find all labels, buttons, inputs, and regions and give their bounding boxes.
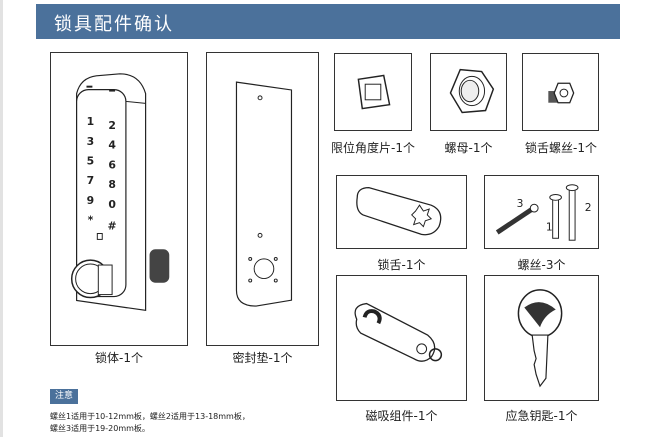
tongue-illustration [356,187,442,236]
limit-piece-label: 限位角度片-1个 [331,141,415,155]
nut-box [430,53,507,131]
screw-number-3: 3 [517,197,524,210]
page-edge [0,0,3,437]
tongue-screw-label: 锁舌螺丝-1个 [525,141,597,155]
screws-illustration: 1 2 3 [495,184,592,241]
limit-piece-illustration [357,74,391,110]
lock-body-illustration: 1 2 3 4 5 6 7 8 9 0 * # [70,73,170,312]
keypad-key-6: 6 [108,158,116,171]
screw-number-1: 1 [546,220,553,233]
lock-body-box: 1 2 3 4 5 6 7 8 9 0 * # [50,52,188,346]
keypad-key-2: 2 [108,119,116,132]
keypad-key-7: 7 [87,174,95,187]
nut-label: 螺母-1个 [444,141,493,155]
keypad-key-0: 0 [108,198,116,211]
screws-box: 1 2 3 [484,175,599,249]
screws-label: 螺丝-3个 [517,258,566,272]
tongue-screw-illustration [548,82,575,104]
key-illustration [517,289,563,388]
gasket-illustration [235,81,293,307]
screw-number-2: 2 [585,201,592,214]
magnetic-illustration [354,302,443,362]
magnetic-box [336,275,467,401]
keypad-key-5: 5 [87,155,95,168]
gasket-label: 密封垫-1个 [232,351,293,365]
page-title: 锁具配件确认 [54,14,174,35]
nut-illustration [449,68,495,114]
keypad-key-hash: # [108,220,117,233]
section-header: 锁具配件确认 [36,4,620,39]
keypad-key-9: 9 [87,194,95,207]
note-line-1: 螺丝1适用于10-12mm板，螺丝2适用于13-18mm板， [50,412,250,421]
tongue-screw-box [522,53,599,131]
note-line-2: 螺丝3适用于19-20mm板。 [50,424,150,433]
keypad-key-4: 4 [108,139,116,152]
tongue-label: 锁舌-1个 [377,258,426,272]
key-box [484,275,599,401]
keypad-key-3: 3 [87,135,95,148]
gasket-box [206,52,319,346]
limit-piece-box [334,53,412,131]
tongue-box [336,175,467,249]
keypad-key-8: 8 [108,178,116,191]
keypad-key-1: 1 [87,115,95,128]
note-badge: 注意 [50,389,78,404]
lock-body-label: 锁体-1个 [95,351,143,365]
key-label: 应急钥匙-1个 [505,409,578,423]
magnetic-label: 磁吸组件-1个 [365,409,438,423]
keypad-key-star: * [88,214,94,227]
